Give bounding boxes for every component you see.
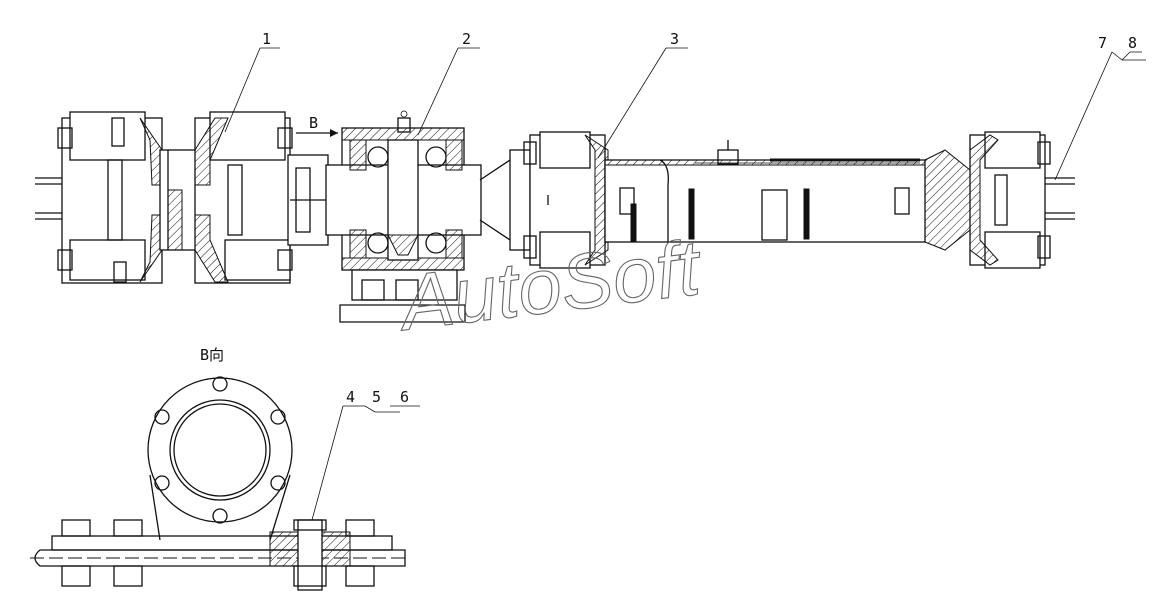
callout-5: 5 — [372, 388, 381, 406]
left-universal-joint — [35, 111, 293, 284]
callout-3: 3 — [670, 30, 679, 48]
support-bearing-assembly — [325, 110, 511, 323]
callout-8: 8 — [1128, 34, 1137, 52]
callout-7: 7 — [1098, 34, 1107, 52]
intermediate-shaft — [287, 154, 329, 246]
callout-leaders — [224, 47, 1146, 521]
callout-1: 1 — [262, 30, 271, 48]
right-universal-joint — [969, 131, 1075, 269]
view-b-indicator: B — [296, 114, 338, 137]
callout-4: 4 — [346, 388, 355, 406]
view-arrow-label: B — [309, 114, 318, 132]
callout-2: 2 — [462, 30, 471, 48]
view-b-title: B向 — [200, 346, 224, 364]
callout-6: 6 — [400, 388, 409, 406]
view-b-bracket — [30, 376, 410, 591]
